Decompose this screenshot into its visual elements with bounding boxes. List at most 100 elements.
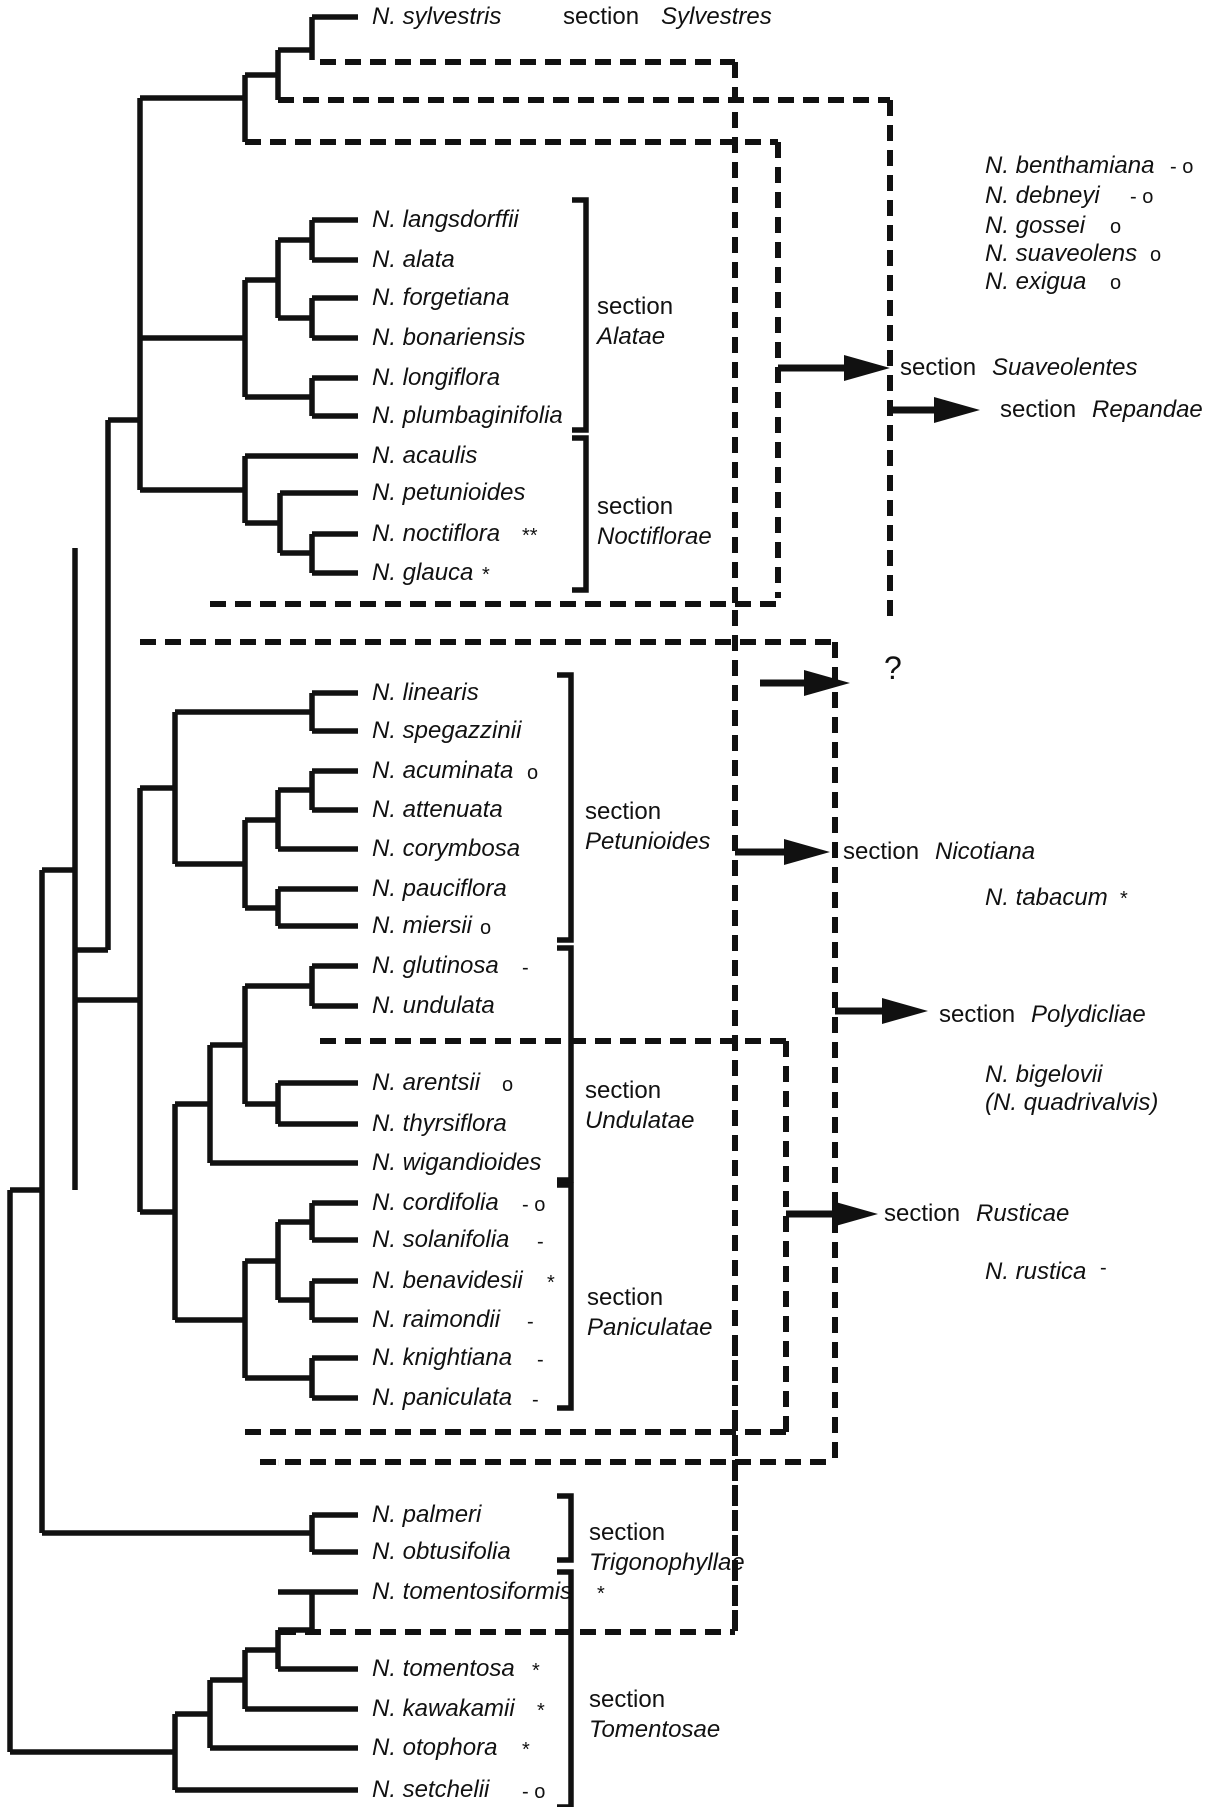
species-label-setchelii: N. setchelii [372,1776,490,1803]
section-name-undulatae: Undulatae [585,1107,695,1134]
allopolyploid-suaveolentes-1: N. debneyi [985,182,1100,209]
allopolyploid-suaveolentes-mark-2: o [1110,216,1122,238]
hybrid-section-word-repandae: section [1000,396,1077,423]
bracket-noctiflorae [572,435,589,593]
arrow-rusticae [786,1201,878,1227]
species-mark-glutinosa: - [522,957,529,979]
arrow-polydicliae [835,998,928,1024]
species-label-plumbaginifolia: N. plumbaginifolia [372,402,563,429]
species-label-arentsii: N. arentsii [372,1069,481,1096]
species-mark-miersii: o [480,917,492,939]
species-label-langsdorffii: N. langsdorffii [372,206,519,233]
bracket-trigonophyllae [557,1493,574,1563]
allopolyploid-suaveolentes-mark-3: o [1150,244,1162,266]
allopolyploid-tabacum: N. tabacum [985,884,1108,911]
species-label-benavidesii: N. benavidesii [372,1267,523,1294]
species-mark-glauca: * [482,564,490,586]
bracket-petunioides [557,672,574,943]
species-label-alata: N. alata [372,246,455,273]
allopolyploid-suaveolentes-mark-1: - o [1130,186,1154,208]
bracket-paniculatae [557,1182,574,1411]
species-mark-otophora: * [522,1739,530,1761]
section-name-tomentosae: Tomentosae [589,1716,721,1743]
species-label-forgetiana: N. forgetiana [372,284,510,311]
species-label-linearis: N. linearis [372,679,479,706]
bracket-undulatae [557,945,574,1183]
arrow-unknown [760,670,850,696]
species-mark-arentsii: o [502,1074,514,1096]
bracket-alatae [572,197,589,433]
species-mark-tomentosa: * [532,1660,540,1682]
species-mark-knightiana: - [537,1349,544,1371]
section-word-petunioides: section [585,798,662,825]
species-label-undulata: N. undulata [372,992,495,1019]
species-label-miersii: N. miersii [372,912,472,939]
species-label-kawakamii: N. kawakamii [372,1695,515,1722]
hybrid-section-word-suaveolentes: section [900,354,977,381]
species-label-obtusifolia: N. obtusifolia [372,1538,511,1565]
species-mark-acuminata: o [527,762,539,784]
section-word-trigonophyllae: section [589,1519,666,1546]
section-word-tomentosae: section [589,1686,666,1713]
arrow-suaveolentes [778,355,890,381]
species-label-thyrsiflora: N. thyrsiflora [372,1110,507,1137]
species-mark-noctiflora: ** [522,525,538,547]
section-name-petunioides: Petunioides [585,828,711,855]
arrow-nicotiana [735,839,830,865]
allopolyploid-suaveolentes-4: N. exigua [985,268,1087,295]
hybrid-section-name-repandae: Repandae [1092,396,1203,423]
allopolyploid-suaveolentes-0: N. benthamiana [985,152,1155,179]
species-mark-setchelii: - o [522,1781,546,1803]
species-label-bonariensis: N. bonariensis [372,324,526,351]
allopolyploid-rustica-mark: - [1100,1257,1107,1279]
species-label-glutinosa: N. glutinosa [372,952,499,979]
allopolyploid-tabacum-mark: * [1120,888,1128,910]
section-word-noctiflorae: section [597,493,674,520]
species-mark-kawakamii: * [537,1700,545,1722]
species-label-acuminata: N. acuminata [372,757,514,784]
hybrid-section-name-suaveolentes: Suaveolentes [992,354,1138,381]
species-mark-benavidesii: * [547,1272,555,1294]
species-label-knightiana: N. knightiana [372,1344,513,1371]
section-name-alatae: Alatae [597,323,666,350]
section-word-alatae: section [597,293,674,320]
species-label-acaulis: N. acaulis [372,442,478,469]
allopolyploid-suaveolentes-mark-0: - o [1170,156,1194,178]
species-label-tomentosa: N. tomentosa [372,1655,515,1682]
species-mark-cordifolia: - o [522,1194,546,1216]
hybrid-section-name-nicotiana: Nicotiana [935,838,1036,865]
arrow-repandae [890,397,980,423]
section-name-trigonophyllae: Trigonophyllae [589,1549,745,1576]
species-label-wigandioides: N. wigandioides [372,1149,542,1176]
allopolyploid-quadrivalvis: (N. quadrivalvis) [985,1089,1159,1116]
hybrid-section-name-rusticae: Rusticae [976,1200,1070,1227]
species-label-cordifolia: N. cordifolia [372,1189,499,1216]
species-label-longiflora: N. longiflora [372,364,501,391]
species-label-otophora: N. otophora [372,1734,498,1761]
allopolyploid-suaveolentes-mark-4: o [1110,272,1122,294]
allopolyploid-bigelovii: N. bigelovii [985,1061,1103,1088]
section-name-paniculatae: Paniculatae [587,1314,713,1341]
species-label-spegazzinii: N. spegazzinii [372,717,522,744]
allopolyploid-rustica: N. rustica [985,1258,1087,1285]
species-mark-tomentosiformis: * [597,1583,605,1605]
bracket-tomentosae [557,1569,574,1807]
species-label-attenuata: N. attenuata [372,796,503,823]
species-label-corymbosa: N. corymbosa [372,835,521,862]
species-label-petunioides: N. petunioides [372,479,526,506]
allopolyploid-suaveolentes-2: N. gossei [985,212,1086,239]
hybrid-section-unknown: ? [884,650,902,686]
species-label-solanifolia: N. solanifolia [372,1226,510,1253]
species-mark-raimondii: - [527,1311,534,1333]
allopolyploid-suaveolentes-3: N. suaveolens [985,240,1138,267]
species-mark-paniculata: - [532,1389,539,1411]
species-label-glauca: N. glauca [372,559,474,586]
section-word-undulatae: section [585,1077,662,1104]
species-label-paniculata: N. paniculata [372,1384,513,1411]
section-name-noctiflorae: Noctiflorae [597,523,712,550]
species-mark-solanifolia: - [537,1231,544,1253]
hybrid-section-word-nicotiana: section [843,838,920,865]
species-label-raimondii: N. raimondii [372,1306,501,1333]
species-label-pauciflora: N. pauciflora [372,875,507,902]
